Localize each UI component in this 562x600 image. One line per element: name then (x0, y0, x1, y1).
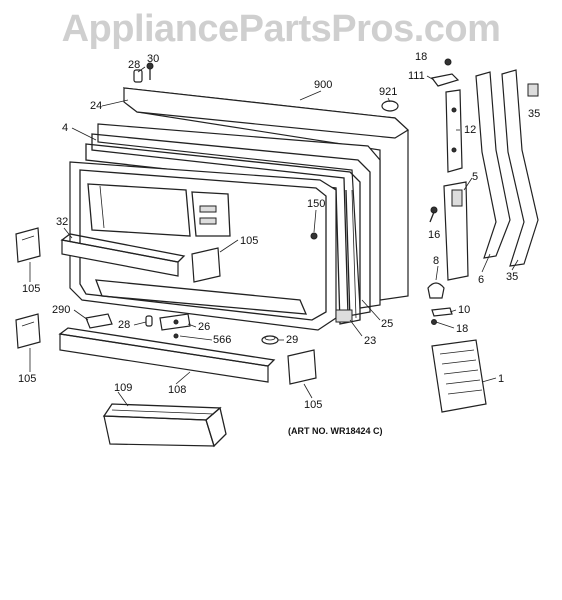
leader-lines (29, 66, 519, 407)
callout-16: 16 (428, 229, 441, 241)
part-16-screw (429, 206, 438, 223)
callout-921: 921 (379, 86, 398, 98)
callout-12: 12 (464, 124, 477, 136)
watermark: AppliancePartsPros.com (61, 8, 501, 50)
callout-105: 105 (240, 235, 259, 247)
callout-24: 24 (90, 100, 103, 112)
callout-108: 108 (168, 384, 187, 396)
callout-18: 18 (415, 51, 428, 63)
callout-105: 105 (22, 283, 41, 295)
part-28-screw-lower (145, 315, 153, 327)
part-23-gasket (335, 189, 357, 323)
part-32-bar (60, 233, 186, 277)
callout-28: 28 (118, 319, 131, 331)
part-8-cap (427, 282, 445, 299)
part-5-hinge-bracket (443, 181, 469, 281)
callout-35: 35 (528, 108, 541, 120)
callout-1: 1 (498, 373, 505, 385)
callout-5: 5 (472, 171, 479, 183)
callout-29: 29 (286, 334, 299, 346)
part-105-bracket-mid (191, 247, 221, 283)
part-105-bracket-upper-left (15, 227, 41, 263)
callout-18: 18 (456, 323, 469, 335)
part-109-bin (102, 403, 227, 448)
part-921-plug (381, 100, 399, 112)
part-29-button (261, 335, 279, 345)
callout-105: 105 (18, 373, 37, 385)
part-108-bar (58, 327, 276, 383)
part-28-30-screws (133, 62, 154, 83)
callout-150: 150 (307, 198, 326, 210)
callout-26: 26 (198, 321, 211, 333)
part-6-handle (475, 71, 511, 259)
callout-28: 28 (128, 59, 141, 71)
part-12-hinge (445, 89, 463, 173)
callout-105: 105 (304, 399, 323, 411)
callout-109: 109 (114, 382, 133, 394)
callout-900: 900 (314, 79, 333, 91)
part-105-bracket-lower-right (287, 349, 317, 385)
part-10-part-18-screws (431, 307, 453, 325)
callout-8: 8 (433, 255, 440, 267)
callout-290: 290 (52, 304, 71, 316)
part-1-literature (431, 339, 487, 413)
callout-35: 35 (506, 271, 519, 283)
part-290-block (85, 313, 113, 329)
callout-4: 4 (62, 122, 69, 134)
callout-566: 566 (213, 334, 232, 346)
callout-10: 10 (458, 304, 471, 316)
callout-111: 111 (408, 70, 425, 82)
part-111-hinge-cap (430, 58, 460, 87)
art-number: (ART NO. WR18424 C) (288, 426, 383, 436)
part-35-handle (501, 69, 539, 267)
callout-25: 25 (381, 318, 394, 330)
part-105-bracket-lower-left (15, 313, 41, 349)
callout-23: 23 (364, 335, 377, 347)
callout-32: 32 (56, 216, 69, 228)
callout-30: 30 (147, 53, 160, 65)
part-26-bracket (159, 313, 191, 339)
callout-6: 6 (478, 274, 485, 286)
part-4-inner-door (69, 161, 337, 331)
part-900-case (122, 87, 409, 301)
